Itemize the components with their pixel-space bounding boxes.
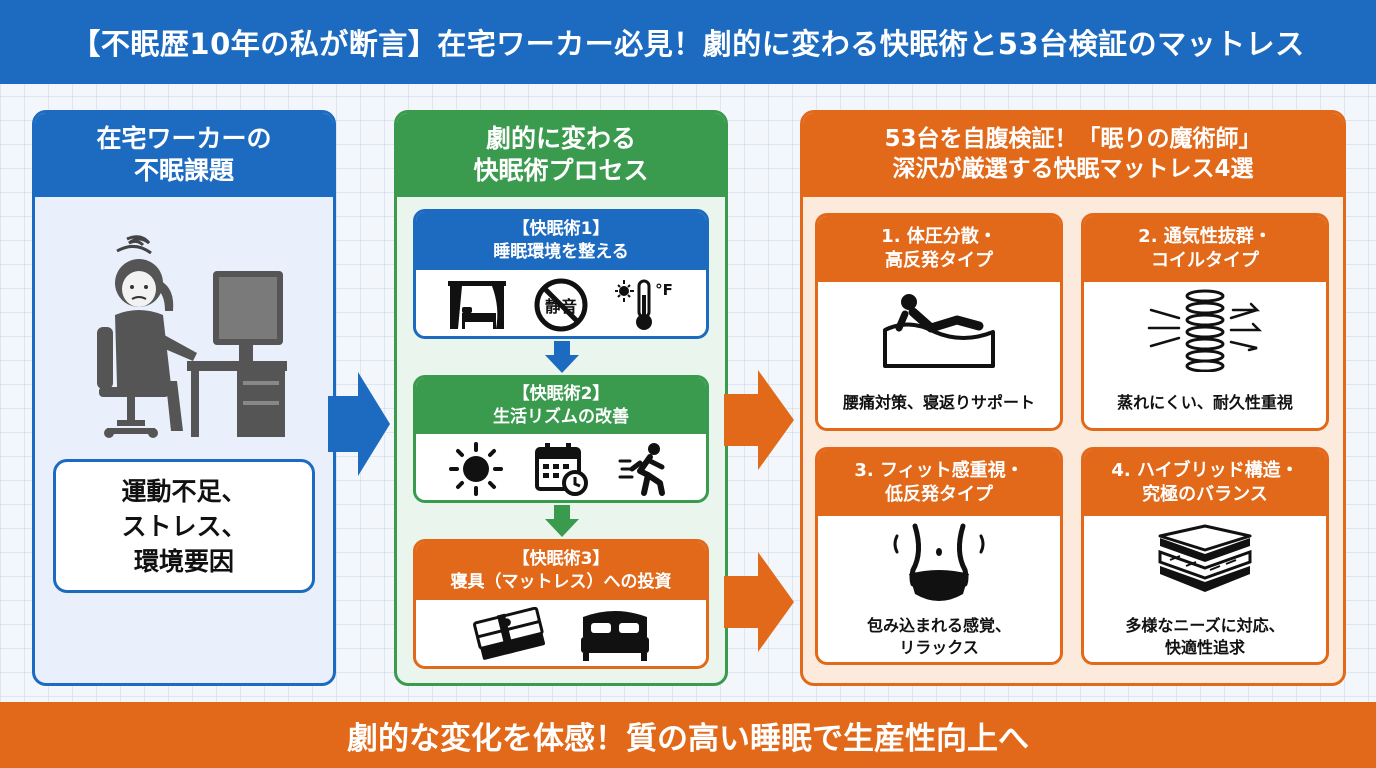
mattress-card-2-title-line1: 2. 通気性抜群・: [1138, 225, 1272, 247]
mattress-card-4-title-line1: 4. ハイブリッド構造・: [1111, 459, 1299, 481]
temp-unit-text: °F: [655, 281, 673, 299]
reclining-person-mattress-icon: [883, 294, 995, 368]
mattress-card-3-desc: 包み込まれる感覚、 リラックス: [818, 612, 1060, 662]
mattress-card-hybrid: 4. ハイブリッド構造・ 究極のバランス 多様なニーズに対応、 快適性追求: [1081, 447, 1329, 665]
sleep-step-2-head: 【快眠術2】 生活リズムの改善: [416, 378, 706, 434]
mattress-card-1-title-line2: 高反発タイプ: [885, 250, 993, 271]
calendar-clock-icon: [534, 443, 588, 496]
mattress-card-1-desc-line1: 腰痛対策、寝返りサポート: [842, 393, 1035, 413]
mattress-card-4-desc-line1: 多様なニーズに対応、: [1125, 616, 1285, 636]
arrow-right-icon: [328, 372, 390, 476]
sleep-step-1-icons: 静音 °F: [416, 270, 706, 336]
bed-icon: [580, 611, 649, 661]
curtain-bed-icon: [448, 281, 507, 329]
mattress-selection-title-line1: 53台を自腹検証！「眠りの魔術師」: [884, 126, 1262, 153]
sun-icon: [449, 442, 504, 496]
sleep-step-2-icons: [416, 434, 706, 500]
sleep-process-title-line1: 劇的に変わる: [485, 123, 636, 153]
mattress-card-3-desc-line1: 包み込まれる感覚、: [866, 616, 1011, 636]
mattress-card-2-desc: 蒸れにくい、耐久性重視: [1084, 378, 1326, 428]
sleep-process-panel: 劇的に変わる 快眠術プロセス 【快眠術1】 睡眠環境を整える 静音: [394, 110, 728, 686]
mattress-card-1-desc: 腰痛対策、寝返りサポート: [818, 378, 1060, 428]
sleep-step-3-tag: 【快眠術3】: [512, 549, 610, 570]
layered-mattress-icon: [1158, 524, 1252, 592]
cause-stress: ストレス、: [121, 511, 247, 541]
mattress-card-3-title: 3. フィット感重視・ 低反発タイプ: [818, 450, 1060, 516]
mattress-selection-panel: 53台を自腹検証！「眠りの魔術師」 深沢が厳選する快眠マットレス4選 1. 体圧…: [800, 110, 1346, 686]
mattress-card-4-desc: 多様なニーズに対応、 快適性追求: [1084, 612, 1326, 662]
sleep-step-2: 【快眠術2】 生活リズムの改善: [413, 375, 709, 503]
mattress-card-coil: 2. 通気性抜群・ コイルタイプ: [1081, 213, 1329, 431]
running-person-icon: [618, 443, 665, 496]
sleep-process-title: 劇的に変わる 快眠術プロセス: [397, 113, 725, 197]
mattress-selection-title-line2: 深沢が厳選する快眠マットレス4選: [892, 156, 1254, 182]
cause-environment: 環境要因: [133, 546, 234, 576]
sleep-process-title-line2: 快眠術プロセス: [473, 156, 649, 185]
money-stack-icon: [472, 607, 545, 660]
sleep-step-3: 【快眠術3】 寝具（マットレス）への投資: [413, 539, 709, 669]
sleep-step-1-head: 【快眠術1】 睡眠環境を整える: [416, 212, 706, 270]
mattress-card-4-desc-line2: 快適性追求: [1164, 638, 1245, 657]
mattress-card-1-title-line1: 1. 体圧分散・: [881, 225, 997, 247]
quiet-sign-icon: 静音: [534, 278, 588, 332]
insomnia-issue-title: 在宅ワーカーの 不眠課題: [35, 113, 333, 197]
sleep-step-1-tag: 【快眠術1】: [512, 219, 610, 240]
arrow-right-icon: [724, 370, 794, 470]
coil-spring-airflow-icon: [1147, 289, 1263, 372]
sleep-step-1: 【快眠術1】 睡眠環境を整える 静音: [413, 209, 709, 339]
mattress-card-4-title-line2: 究極のバランス: [1142, 484, 1268, 505]
sleep-step-2-label: 生活リズムの改善: [493, 407, 629, 427]
sleep-step-2-tag: 【快眠術2】: [512, 384, 610, 405]
insomnia-issue-panel: 在宅ワーカーの 不眠課題: [32, 110, 336, 686]
sleep-step-3-icons: [416, 600, 706, 666]
mattress-card-2-desc-line1: 蒸れにくい、耐久性重視: [1117, 393, 1293, 413]
cause-lack-of-exercise: 運動不足、: [121, 476, 247, 506]
thermometer-icon: °F: [614, 279, 673, 330]
mattress-card-2-title: 2. 通気性抜群・ コイルタイプ: [1084, 216, 1326, 282]
mattress-card-3-title-line1: 3. フィット感重視・: [854, 459, 1024, 481]
body-fit-icon: [893, 523, 985, 601]
sleep-step-3-label: 寝具（マットレス）への投資: [450, 572, 672, 592]
tired-worker-icon: [97, 235, 287, 438]
arrow-down-icon: [545, 505, 579, 537]
mattress-card-2-title-line2: コイルタイプ: [1151, 250, 1259, 271]
arrow-right-icon: [724, 552, 794, 652]
conclusion-banner: 劇的な変化を体感！質の高い睡眠で生産性向上へ: [0, 702, 1376, 768]
mattress-card-1-title: 1. 体圧分散・ 高反発タイプ: [818, 216, 1060, 282]
mattress-card-high-resilience: 1. 体圧分散・ 高反発タイプ 腰痛対策、寝返りサポート: [815, 213, 1063, 431]
mattress-card-3-title-line2: 低反発タイプ: [885, 484, 993, 505]
mattress-selection-title: 53台を自腹検証！「眠りの魔術師」 深沢が厳選する快眠マットレス4選: [803, 113, 1343, 197]
sleep-step-3-head: 【快眠術3】 寝具（マットレス）への投資: [416, 542, 706, 600]
mattress-card-4-title: 4. ハイブリッド構造・ 究極のバランス: [1084, 450, 1326, 516]
insomnia-issue-title-line2: 不眠課題: [133, 156, 234, 185]
insomnia-causes-box: 運動不足、 ストレス、 環境要因: [53, 459, 315, 593]
sleep-step-1-label: 睡眠環境を整える: [493, 242, 629, 262]
insomnia-issue-title-line1: 在宅ワーカーの: [96, 123, 272, 153]
mattress-card-low-resilience: 3. フィット感重視・ 低反発タイプ 包み込まれる感覚、 リラックス: [815, 447, 1063, 665]
arrow-down-icon: [545, 341, 579, 373]
mattress-card-3-desc-line2: リラックス: [899, 638, 979, 657]
page-title: 【不眠歴10年の私が断言】在宅ワーカー必見！劇的に変わる快眠術と53台検証のマッ…: [0, 0, 1376, 84]
